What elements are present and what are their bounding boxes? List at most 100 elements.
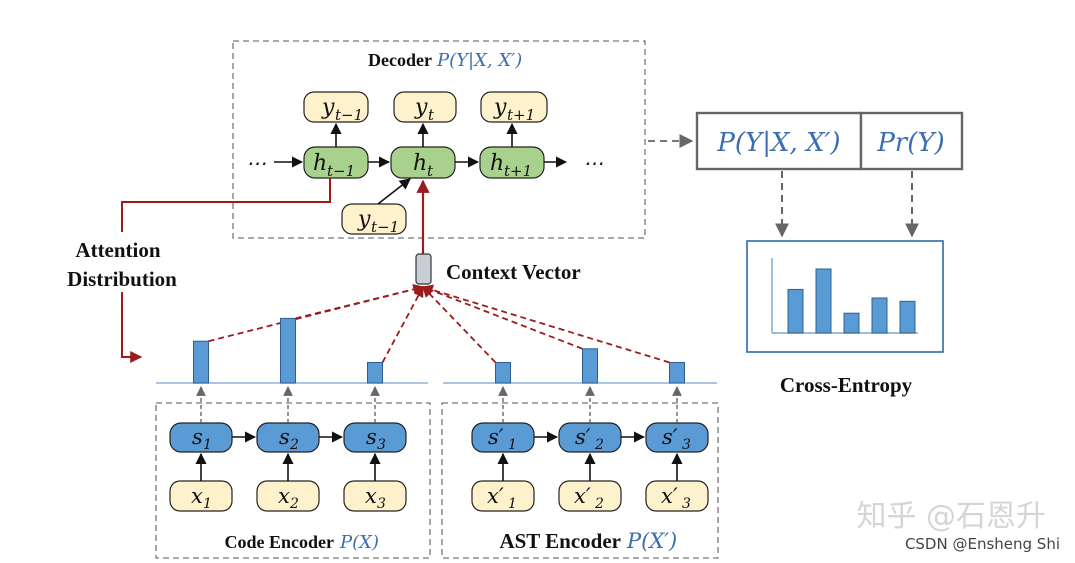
code-encoder-arrows xyxy=(195,431,381,481)
decoder-title: Decoder xyxy=(368,50,432,70)
attention-bar xyxy=(280,317,296,384)
node-sub: 1 xyxy=(203,496,212,512)
node-base: s′ xyxy=(488,425,504,449)
attention-bar xyxy=(495,361,511,384)
cross-entropy-bar xyxy=(871,297,888,334)
decoder-output-node-1: y t−1 xyxy=(303,91,369,124)
node-sub: t xyxy=(427,162,434,180)
ast-encoder-input-1: x′ 1 xyxy=(471,480,535,512)
cross-entropy-bar xyxy=(843,312,860,334)
ast-encoder-input-3: x′ 3 xyxy=(645,480,709,512)
decoder-hidden-node-3: h t+1 xyxy=(479,146,545,180)
code-encoder-title: Code Encoder xyxy=(225,532,335,552)
ast-encoder-up-arrows xyxy=(498,386,682,423)
ast-encoder-state-1: s′ 1 xyxy=(471,422,535,453)
ast-encoder-title: AST Encoder xyxy=(499,529,621,553)
attention-bar xyxy=(367,361,383,384)
attention-lines xyxy=(208,284,670,364)
code-encoder-state-3: s 3 xyxy=(343,422,407,453)
watermark-csdn: CSDN @Ensheng Shi xyxy=(905,535,1060,553)
code-encoder-state-2: s 2 xyxy=(256,422,320,453)
decoder-prob: P(Y|X, X′) xyxy=(436,50,522,71)
output-prob-box xyxy=(695,111,863,171)
node-sub: t−1 xyxy=(327,162,355,180)
decoder-output-node-3: y t+1 xyxy=(480,91,548,124)
watermark-zhihu: 知乎 @石恩升 xyxy=(856,499,1046,534)
code-encoder-input-1: x 1 xyxy=(169,480,233,512)
node-sub: 2 xyxy=(594,496,604,512)
node-sub: 3 xyxy=(682,496,691,512)
node-sub: 2 xyxy=(289,437,299,453)
code-encoder-input-2: x 2 xyxy=(256,480,320,512)
decoder-ellipsis-right: ⋯ xyxy=(583,151,603,175)
cross-entropy-bars xyxy=(787,268,916,334)
cross-entropy-panel xyxy=(746,240,944,353)
ast-encoder-state-3: s′ 3 xyxy=(645,422,709,453)
node-sub: 2 xyxy=(289,496,299,512)
node-sub: 3 xyxy=(682,437,691,453)
cross-entropy-label: Cross-Entropy xyxy=(780,373,913,397)
node-base: s′ xyxy=(662,425,678,449)
attention-line xyxy=(295,284,425,320)
node-sub: t+1 xyxy=(507,106,535,124)
ast-encoder-box xyxy=(441,402,719,559)
ast-encoder-arrows xyxy=(497,431,683,481)
attention-line xyxy=(381,286,424,363)
ast-encoder-input-2: x′ 2 xyxy=(558,480,622,512)
code-encoder-box xyxy=(155,402,431,559)
decoder-output-node-2: y t xyxy=(393,91,457,124)
output-prior-box xyxy=(859,111,964,171)
node-base: s xyxy=(279,425,290,449)
code-encoder-state-1: s 1 xyxy=(169,422,233,453)
attention-line xyxy=(421,285,583,350)
ast-encoder-state-2: s′ 2 xyxy=(558,422,622,453)
node-sub: t−1 xyxy=(335,106,363,124)
node-base: h xyxy=(490,151,504,176)
node-base: x xyxy=(365,484,377,508)
attention-label-line1: Attention xyxy=(75,238,160,262)
node-base: h xyxy=(313,151,327,176)
cross-entropy-bar xyxy=(899,300,916,334)
cross-entropy-bar xyxy=(815,268,832,334)
output-prior-label: Pr(Y) xyxy=(876,128,944,158)
attention-bars xyxy=(193,317,685,384)
node-base: x′ xyxy=(574,484,591,508)
output-prob-label: P(Y|X, X′) xyxy=(716,128,840,158)
attention-line xyxy=(422,286,497,364)
attention-bar xyxy=(193,340,209,384)
node-sub: t−1 xyxy=(371,218,399,236)
node-base: s xyxy=(192,425,203,449)
attention-label-line2: Distribution xyxy=(67,267,177,291)
context-vector-label: Context Vector xyxy=(446,260,581,284)
cross-entropy-bar xyxy=(787,288,804,334)
attention-bar xyxy=(669,361,685,384)
node-sub: t xyxy=(428,106,435,124)
attention-path-lower xyxy=(121,292,143,363)
node-base: y xyxy=(321,95,335,120)
decoder-hidden-node-1: h t−1 xyxy=(303,146,369,180)
node-sub: 1 xyxy=(508,437,517,453)
node-base: x xyxy=(278,484,290,508)
node-base: s xyxy=(366,425,377,449)
node-base: s′ xyxy=(575,425,591,449)
node-sub: 2 xyxy=(594,437,604,453)
node-sub: t+1 xyxy=(504,162,532,180)
node-sub: 1 xyxy=(508,496,517,512)
node-sub: 1 xyxy=(203,437,212,453)
decoder-ellipsis-left: ⋯ xyxy=(246,151,266,175)
node-sub: 3 xyxy=(377,437,386,453)
node-base: x′ xyxy=(661,484,678,508)
node-base: y xyxy=(357,207,371,232)
attention-line xyxy=(421,284,670,364)
node-base: h xyxy=(413,151,427,176)
decoder-input-node: y t−1 xyxy=(341,203,407,236)
node-base: y xyxy=(414,95,428,120)
code-encoder-prob: P(X) xyxy=(339,532,379,553)
code-encoder-up-arrows xyxy=(196,386,380,423)
attention-path xyxy=(121,198,331,232)
ast-encoder-prob: P(X′) xyxy=(626,529,677,553)
decoder-arrows xyxy=(274,122,568,205)
decoder-box xyxy=(232,40,646,239)
decoder-hidden-node-2: h t xyxy=(390,146,456,180)
